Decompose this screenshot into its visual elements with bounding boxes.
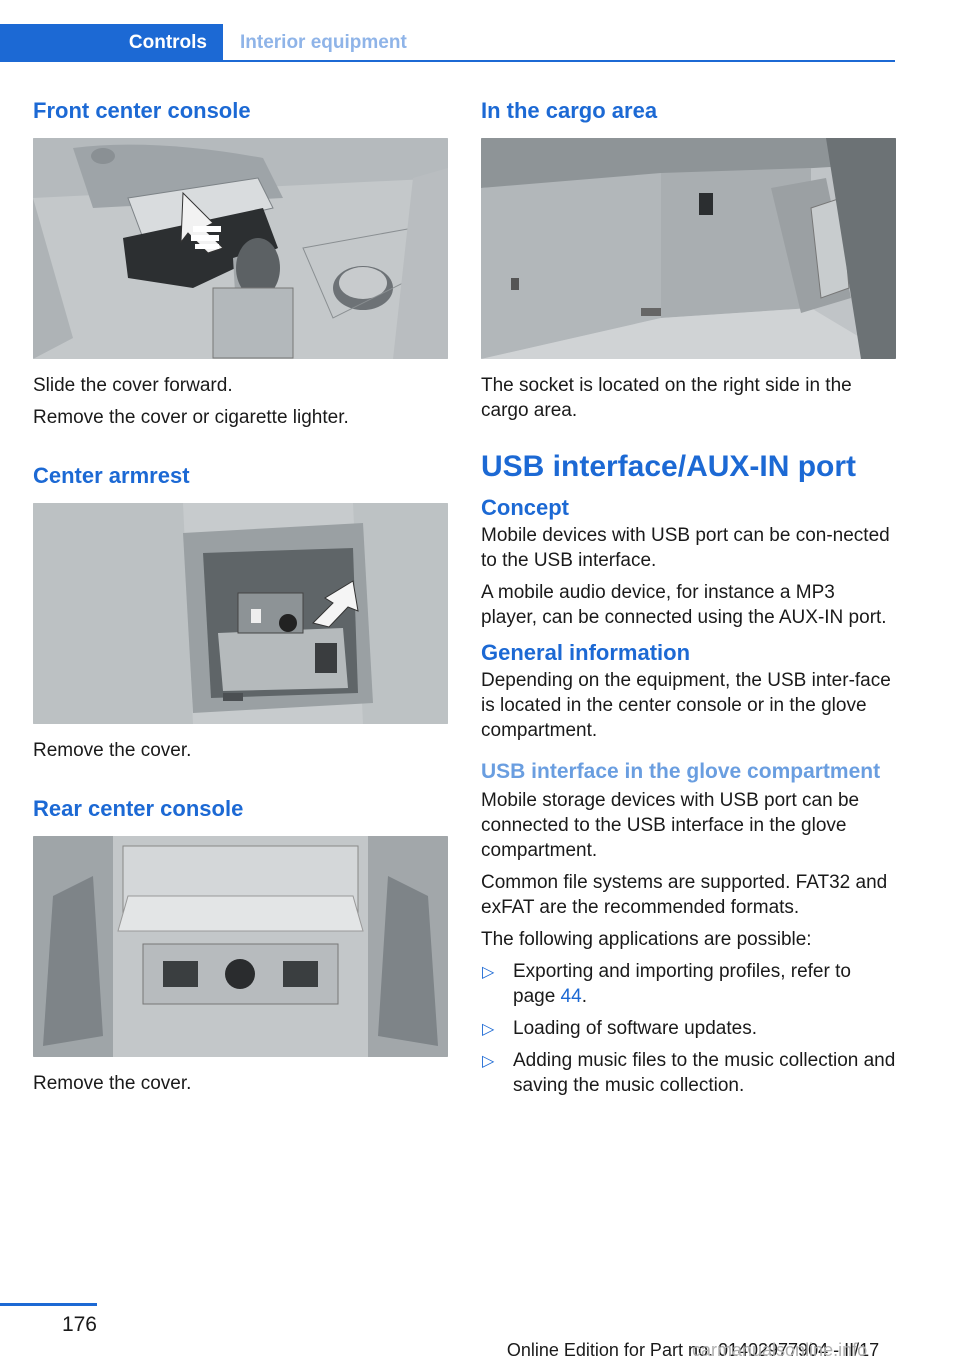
heading-cargo-area: In the cargo area — [481, 98, 658, 123]
right-column: In the cargo area The socket is located … — [481, 98, 896, 1105]
paragraph: A mobile audio device, for instance a MP… — [481, 582, 887, 628]
heading-concept: Concept — [481, 495, 569, 520]
tab-controls[interactable]: Controls — [0, 24, 223, 62]
paragraph: Mobile devices with USB port can be con‐… — [481, 525, 890, 571]
heading-usb-glove-compartment: USB interface in the glove compartment — [481, 760, 881, 783]
paragraph: Remove the cover. — [33, 1073, 192, 1094]
triangle-bullet-icon: ▷ — [482, 1021, 495, 1038]
paragraph: Remove the cover. — [33, 740, 192, 761]
triangle-bullet-icon: ▷ — [482, 1053, 495, 1070]
heading-center-armrest: Center armrest — [33, 463, 190, 488]
edition-note: Online Edition for Part no. 01402977904 … — [506, 1340, 880, 1360]
heading-usb-aux-in: USB interface/AUX-IN port — [481, 450, 857, 483]
cargo-area-illustration — [481, 138, 896, 359]
paragraph: Depending on the equipment, the USB inte… — [481, 670, 891, 741]
paragraph: The socket is located on the right side … — [481, 375, 852, 421]
rear-console-illustration — [33, 836, 448, 1057]
paragraph: Mobile storage devices with USB port can… — [481, 790, 860, 861]
watermark: carmanualsonline.info — [692, 1340, 868, 1360]
heading-general-information: General information — [481, 640, 691, 665]
heading-rear-center-console: Rear center console — [33, 796, 244, 821]
paragraph: Slide the cover forward. — [33, 375, 233, 396]
front-console-illustration — [33, 138, 448, 359]
applications-list: ▷ Exporting and importing profiles, refe… — [481, 959, 896, 1098]
page-number: 176 — [61, 1313, 97, 1336]
header-rule — [0, 60, 895, 62]
list-item: ▷ Loading of software updates. — [481, 1016, 896, 1041]
page-link[interactable]: 44 — [560, 986, 582, 1007]
list-item: ▷ Exporting and importing profiles, refe… — [482, 961, 851, 1007]
left-column: Front center console Slide the cover for… — [33, 98, 448, 1103]
paragraph: Remove the cover or cigarette lighter. — [33, 407, 349, 428]
heading-front-center-console: Front center console — [33, 98, 251, 123]
paragraph: The following applications are possible: — [481, 929, 812, 950]
page-header: Controls Interior equipment — [0, 24, 895, 62]
footer-rule — [0, 1303, 97, 1306]
armrest-illustration — [33, 503, 448, 724]
triangle-bullet-icon: ▷ — [482, 964, 495, 981]
paragraph: Common file systems are supported. FAT32… — [481, 872, 888, 918]
tab-interior-equipment[interactable]: Interior equipment — [240, 32, 407, 53]
list-item: ▷ Adding music files to the music collec… — [482, 1050, 896, 1096]
